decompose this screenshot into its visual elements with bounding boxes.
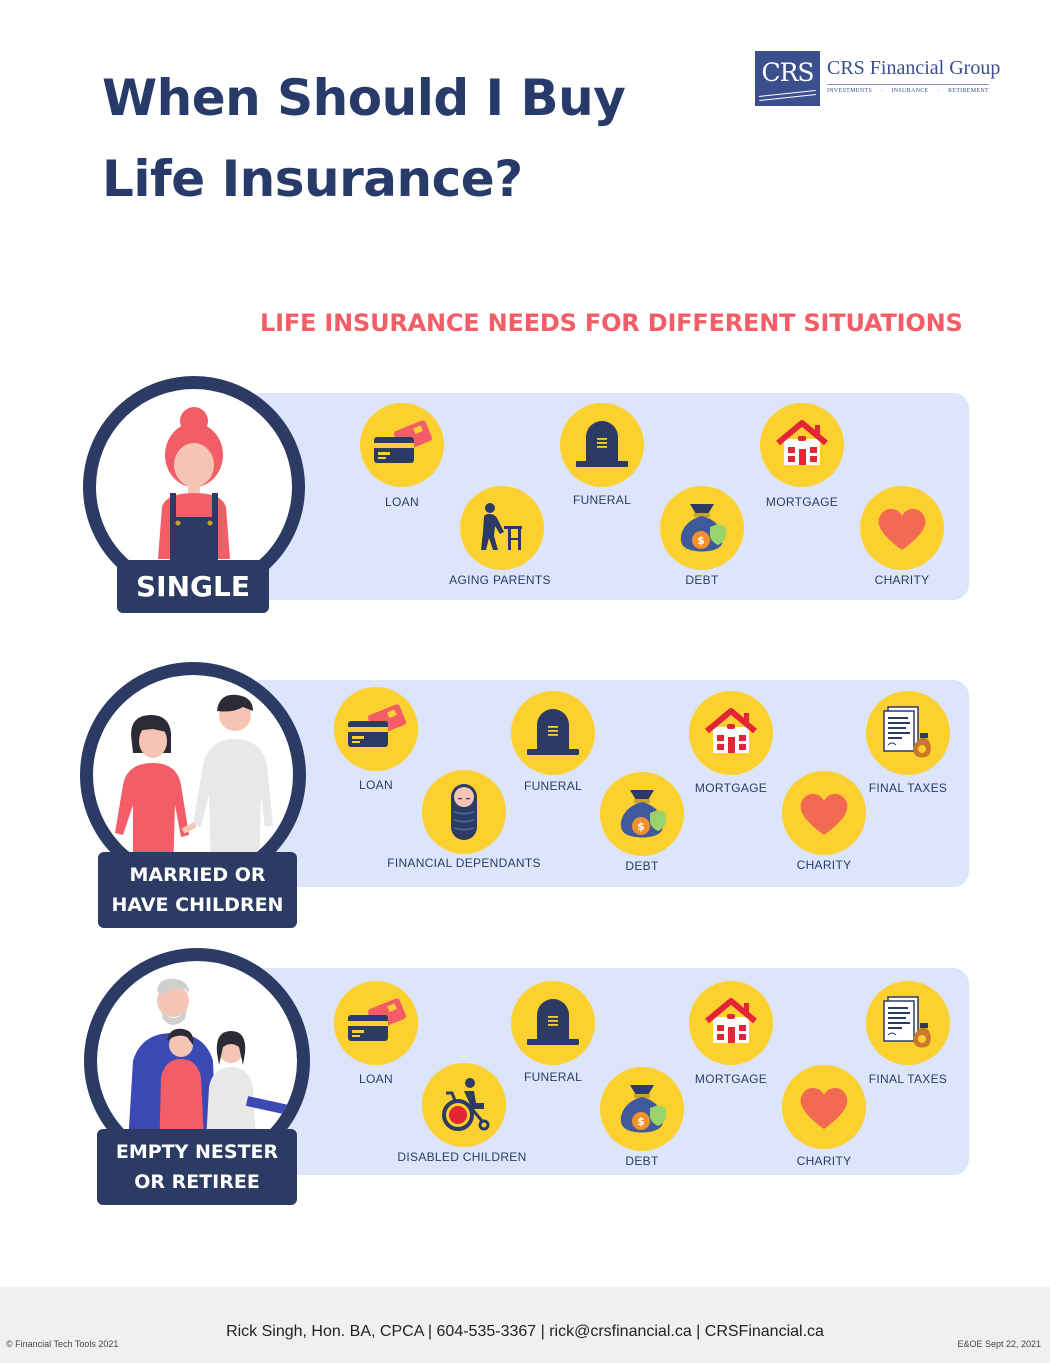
situation-label-retiree: EMPTY NESTER OR RETIREE: [97, 1129, 297, 1205]
need-label-funeral: FUNERAL: [572, 493, 632, 507]
situation-label-married: MARRIED OR HAVE CHILDREN: [98, 852, 297, 928]
logo-tag-investments: INVESTMENTS: [827, 88, 872, 94]
need-label-funeral: FUNERAL: [523, 1070, 583, 1084]
money-bag-icon: [660, 486, 744, 570]
footer-contact: Rick Singh, Hon. BA, CPCA | 604-535-3367…: [226, 1323, 824, 1340]
money-bag-icon: [600, 772, 684, 856]
footer-date: E&OE Sept 22, 2021: [957, 1339, 1041, 1349]
need-label-debt: DEBT: [625, 859, 659, 873]
need-label-loan: LOAN: [385, 495, 419, 509]
need-label-mortgage: MORTGAGE: [765, 495, 839, 509]
crs-logo: CRS CRS Financial Group INVESTMENTS · IN…: [755, 51, 1000, 107]
situation-label-line: SINGLE: [136, 570, 250, 603]
credit-card-icon: [334, 981, 418, 1065]
crs-logo-name: CRS Financial Group: [827, 57, 1001, 79]
tax-document-icon: [866, 691, 950, 775]
tombstone-icon: [511, 691, 595, 775]
credit-card-icon: [360, 403, 444, 487]
house-icon: [760, 403, 844, 487]
heart-icon: [782, 1065, 866, 1149]
tombstone-icon: [511, 981, 595, 1065]
need-label-financial-dependants: FINANCIAL DEPENDANTS: [387, 856, 541, 870]
situation-label-line: MARRIED OR: [129, 864, 266, 886]
need-label-debt: DEBT: [625, 1154, 659, 1168]
need-label-funeral: FUNERAL: [523, 779, 583, 793]
tax-document-icon: [866, 981, 950, 1065]
logo-tag-dot: ·: [937, 88, 940, 94]
heart-icon: [782, 771, 866, 855]
credit-card-icon: [334, 687, 418, 771]
situation-label-line: EMPTY NESTER: [115, 1141, 279, 1163]
footer-bar: [0, 1287, 1050, 1363]
need-label-loan: LOAN: [359, 778, 393, 792]
need-label-charity: CHARITY: [796, 858, 852, 872]
crs-logo-mark: CRS: [755, 51, 820, 106]
need-label-charity: CHARITY: [874, 573, 930, 587]
swaddled-baby-icon: [422, 770, 506, 854]
situation-label-line: HAVE CHILDREN: [111, 894, 284, 916]
situation-label-line: OR RETIREE: [134, 1171, 260, 1193]
situation-label-single: SINGLE: [117, 560, 269, 613]
logo-tag-insurance: INSURANCE: [891, 88, 929, 94]
footer-copyright: © Financial Tech Tools 2021: [6, 1339, 119, 1349]
heart-icon: [860, 486, 944, 570]
section-subtitle: LIFE INSURANCE NEEDS FOR DIFFERENT SITUA…: [260, 309, 963, 337]
logo-tag-dot: ·: [880, 88, 883, 94]
logo-divider: [827, 84, 989, 85]
need-label-disabled-children: DISABLED CHILDREN: [397, 1150, 527, 1164]
need-label-final-taxes: FINAL TAXES: [868, 1072, 948, 1086]
wheelchair-icon: [422, 1063, 506, 1147]
page-title: When Should I Buy Life Insurance?: [102, 58, 722, 220]
title-line-1: When Should I Buy: [102, 69, 626, 127]
elderly-walker-icon: [460, 486, 544, 570]
money-bag-icon: [600, 1067, 684, 1151]
need-label-debt: DEBT: [685, 573, 719, 587]
logo-tagline: INVESTMENTS · INSURANCE · RETIREMENT: [827, 88, 989, 94]
tombstone-icon: [560, 403, 644, 487]
title-line-2: Life Insurance?: [102, 150, 523, 208]
logo-tag-retirement: RETIREMENT: [947, 88, 989, 94]
need-label-mortgage: MORTGAGE: [694, 781, 768, 795]
need-label-final-taxes: FINAL TAXES: [868, 781, 948, 795]
house-icon: [689, 691, 773, 775]
need-label-aging-parents: AGING PARENTS: [449, 573, 551, 587]
house-icon: [689, 981, 773, 1065]
need-label-charity: CHARITY: [796, 1154, 852, 1168]
need-label-mortgage: MORTGAGE: [694, 1072, 768, 1086]
need-label-loan: LOAN: [359, 1072, 393, 1086]
